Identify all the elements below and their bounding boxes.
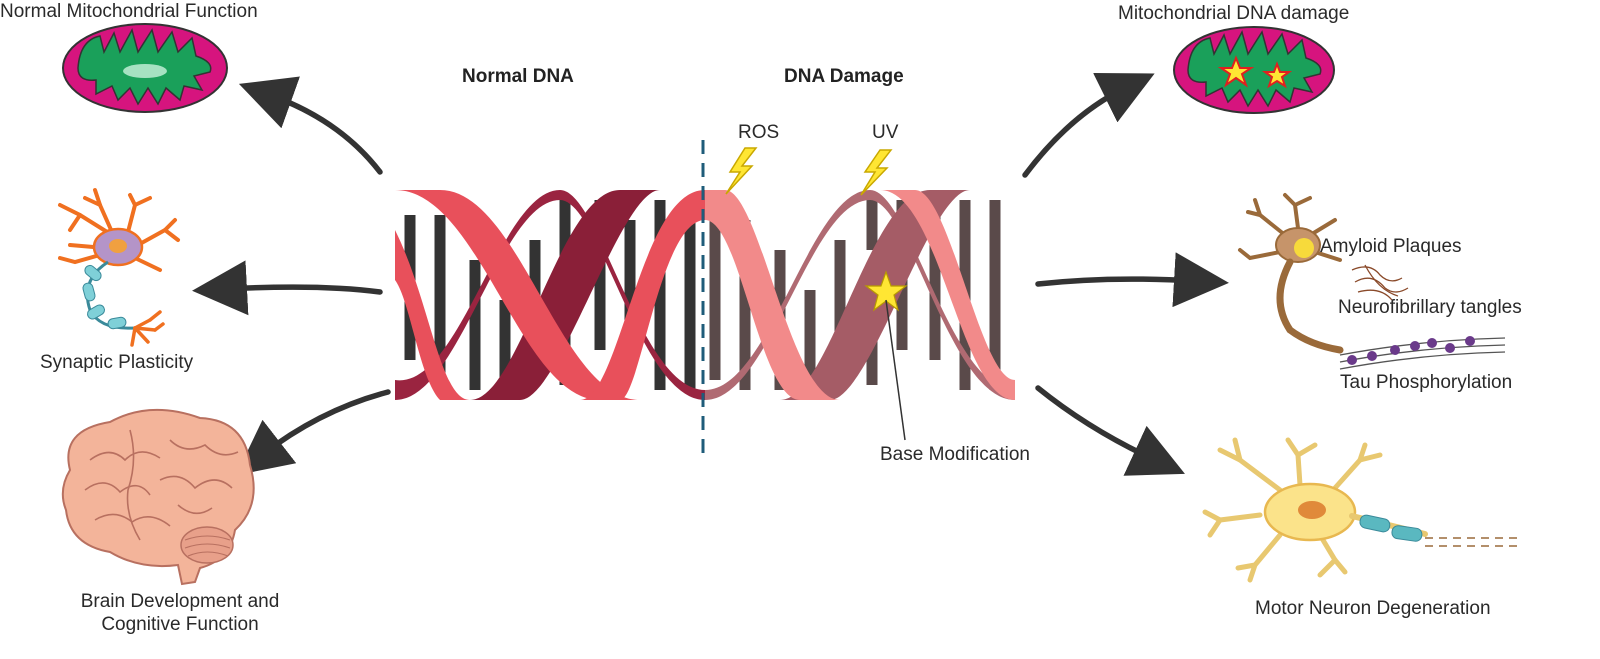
dna-damage-header: DNA Damage [784, 66, 904, 87]
motor-neuron-icon [1202, 437, 1520, 583]
base-modification-label: Base Modification [880, 444, 1030, 465]
tau-phosphorylation-label: Tau Phosphorylation [1340, 372, 1513, 393]
uv-lightning-icon [860, 149, 893, 196]
brain-development-label: Brain Development and Cognitive Function [30, 591, 330, 637]
motor-neuron-degeneration-label: Motor Neuron Degeneration [1255, 598, 1491, 619]
damaged-back-strand [705, 190, 1015, 400]
neurofibrillary-tangle-icon [1351, 264, 1409, 301]
ros-label: ROS [738, 122, 780, 143]
damaged-front-strand-2 [880, 190, 1015, 400]
brain-icon [61, 409, 255, 586]
damaged-dna-helix [705, 190, 1015, 400]
ros-lightning-icon [725, 147, 758, 195]
mito-damage-star-icon-2 [1261, 61, 1293, 89]
normal-back-strand-2 [470, 190, 660, 400]
normal-front-strand [395, 190, 640, 400]
healthy-neuron-icon [58, 188, 180, 347]
neurofibrillary-tangles-label: Neurofibrillary tangles [1338, 297, 1522, 318]
arrow-to-mitochondria [238, 76, 383, 175]
degenerating-neuron-icon [1238, 193, 1506, 370]
arrow-to-synaptic [192, 260, 383, 316]
mito-damage-label: Mitochondrial DNA damage [1118, 3, 1350, 24]
normal-mitochondria-label: Normal Mitochondrial Function [0, 1, 258, 22]
uv-label: UV [872, 122, 899, 143]
amyloid-plaques-label: Amyloid Plaques [1320, 236, 1462, 257]
amyloid-plaque-icon [1294, 238, 1314, 258]
arrow-to-alzheimer [1035, 252, 1229, 308]
normal-dna-header: Normal DNA [462, 66, 574, 87]
normal-front-strand-2 [580, 190, 705, 400]
normal-mitochondrion-icon [62, 23, 228, 113]
damaged-back-strand-2 [780, 190, 970, 400]
synaptic-plasticity-label: Synaptic Plasticity [40, 352, 194, 373]
mito-damage-star-icon-1 [1217, 55, 1255, 88]
damaged-mitochondrion-icon [1173, 26, 1335, 114]
arrow-to-mito-damage [1022, 73, 1155, 178]
outcome-arrows [192, 73, 1229, 476]
brain-label-line1: Brain Development and [80, 591, 280, 612]
damaged-front-strand [705, 190, 840, 400]
tau-fiber-icon [1339, 336, 1506, 370]
arrow-to-brain [235, 389, 391, 476]
brain-label-line2: Cognitive Function [101, 613, 259, 635]
arrow-to-motor [1035, 385, 1185, 476]
normal-front-strand-3 [395, 230, 470, 400]
normal-dna-helix [395, 190, 705, 400]
normal-back-strand [395, 190, 705, 400]
base-modification-pointer [885, 299, 906, 441]
